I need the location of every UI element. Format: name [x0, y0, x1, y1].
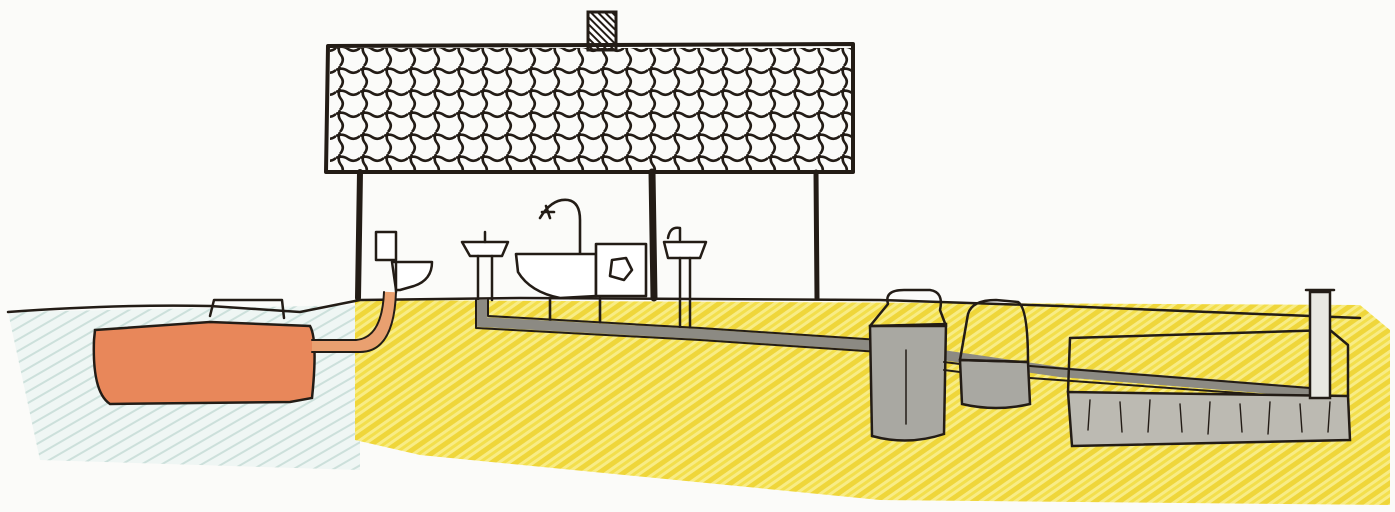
vent-pipe	[1306, 290, 1334, 398]
toilet	[376, 232, 432, 292]
roof	[326, 44, 853, 172]
washbasin	[462, 232, 508, 300]
washing-machine	[596, 244, 646, 296]
